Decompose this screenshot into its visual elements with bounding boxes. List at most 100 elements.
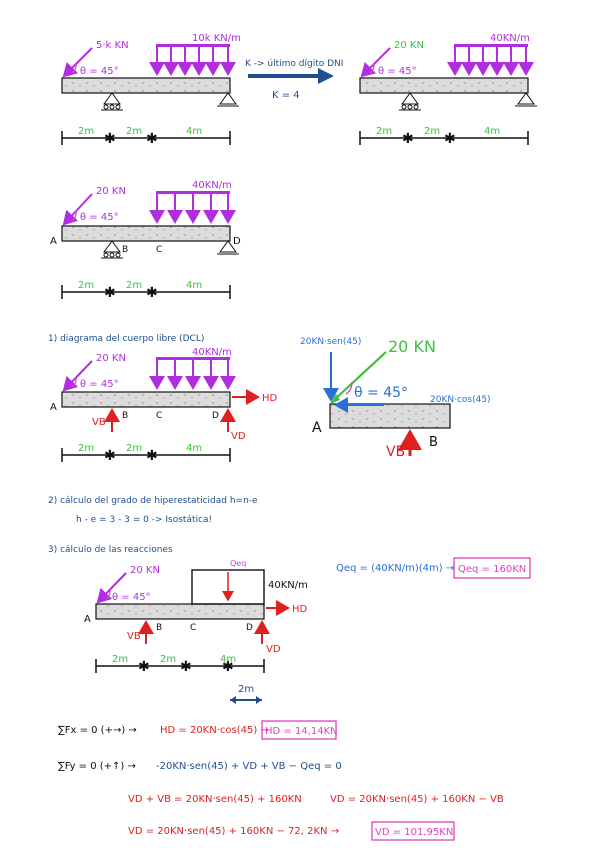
angle-arc xyxy=(369,62,375,74)
figure-original: 5·k KN θ = 45° 10k KN/m ✱ ✱ 2m 2m xyxy=(61,33,241,147)
beam-detail xyxy=(329,403,451,429)
dim-label: 2m xyxy=(78,126,94,137)
point-load-label: 5·k KN xyxy=(96,40,129,51)
dim-label: 2m xyxy=(238,684,254,695)
equation-line-3b: VD = 20KN·sen(45) + 160KN − VB xyxy=(330,794,504,805)
arrow-note: K -> último dígito DNI xyxy=(245,59,343,69)
point-load-arrow xyxy=(360,47,391,78)
point-load-arrow xyxy=(62,193,93,226)
distributed-load-arrows xyxy=(149,193,236,224)
point-b-label: B xyxy=(122,411,128,421)
distributed-load-label: 40KN/m xyxy=(490,33,530,44)
dimension-line: ✱ ✱ xyxy=(61,131,231,147)
hd-label: HD xyxy=(292,604,308,615)
angle-arc xyxy=(71,62,77,74)
dim-label: 2m xyxy=(126,443,142,454)
point-load-label: 20 KN xyxy=(394,40,424,51)
roller-support xyxy=(399,92,421,111)
dim-label: 4m xyxy=(484,126,500,137)
dim-label: 2m xyxy=(376,126,392,137)
cos-component-label: 20KN·cos(45) xyxy=(430,395,491,405)
point-load-label: 20 KN xyxy=(96,186,126,197)
point-b-label: B xyxy=(429,435,438,450)
svg-text:✱: ✱ xyxy=(146,131,158,147)
angle-label: θ = 45° xyxy=(80,379,119,390)
point-c-label: C xyxy=(156,245,162,255)
distributed-load-arrows xyxy=(149,46,236,76)
angle-arc xyxy=(71,376,77,388)
dimension-line: ✱ ✱ ✱ xyxy=(95,659,265,675)
dim-label: 2m xyxy=(126,280,142,291)
distributed-load-label: 40KN/m xyxy=(192,180,232,191)
distributed-load-label: 40KN/m xyxy=(192,347,232,358)
point-b-label: B xyxy=(122,245,128,255)
point-load-arrow xyxy=(96,572,127,604)
point-c-label: C xyxy=(190,623,196,633)
force-decomposition-detail: 20KN·sen(45) 20 KN θ = 45° 20KN·cos(45) … xyxy=(300,337,491,460)
dimension-line: ✱ ✱ xyxy=(61,448,231,464)
equation-line-4: VD = 20KN·sen(45) + 160KN − 72, 2KN → xyxy=(128,826,339,837)
point-c-label: C xyxy=(156,411,162,421)
substitution-arrow: K -> último dígito DNI K = 4 xyxy=(245,59,343,101)
hyperstatic-result: h - e = 3 - 3 = 0 -> Isostática! xyxy=(76,515,212,525)
sum-fy-equation: -20KN·sen(45) + VD + VB − Qeq = 0 xyxy=(156,761,342,772)
svg-text:✱: ✱ xyxy=(402,131,414,147)
dim-label: 4m xyxy=(186,126,202,137)
svg-text:✱: ✱ xyxy=(146,448,158,464)
section-1-heading: 1) diagrama del cuerpo libre (DCL) xyxy=(48,334,204,344)
svg-text:✱: ✱ xyxy=(104,285,116,301)
vb-label: VB xyxy=(386,444,405,460)
dim-label: 4m xyxy=(220,654,236,665)
beam xyxy=(95,603,265,620)
equivalent-load-block xyxy=(191,569,265,605)
dim-label: 2m xyxy=(160,654,176,665)
point-load-label: 20 KN xyxy=(130,565,160,576)
free-body-diagram: 20 KN θ = 45° 40KN/m HD VB VD A B C D ✱ … xyxy=(50,347,278,464)
angle-label: θ = 45° xyxy=(378,66,417,77)
distributed-load-top xyxy=(156,44,230,47)
distributed-load-top xyxy=(454,44,528,47)
distributed-load-label: 10k KN/m xyxy=(192,33,241,44)
beam xyxy=(61,225,231,242)
figure-labeled: 20 KN θ = 45° 40KN/m A B C D ✱ ✱ xyxy=(50,180,241,301)
distributed-load-arrows xyxy=(149,359,236,390)
beam xyxy=(61,77,231,94)
qeq-expression: Qeq = (40KN/m)(4m) → xyxy=(336,563,454,574)
angle-arc xyxy=(105,588,111,600)
section-3-heading: 3) cálculo de las reacciones xyxy=(48,545,173,555)
point-load-label: 20 KN xyxy=(96,353,126,364)
reactions-diagram: 20 KN θ = 45° Qeq 40KN/m HD VB VD A B C … xyxy=(84,559,308,704)
distributed-load-label: 40KN/m xyxy=(268,580,308,591)
point-a-label: A xyxy=(50,402,57,413)
angle-label: θ = 45° xyxy=(354,385,408,401)
vd-result: VD = 101,95KN xyxy=(375,827,453,838)
section-2-heading: 2) cálculo del grado de hiperestaticidad… xyxy=(48,496,258,506)
dim-label: 4m xyxy=(186,443,202,454)
distributed-load-top xyxy=(156,357,230,360)
vb-label: VB xyxy=(127,631,141,642)
qeq-result-box xyxy=(453,557,531,579)
svg-text:✱: ✱ xyxy=(104,448,116,464)
dim-label: 2m xyxy=(78,443,94,454)
svg-text:✱: ✱ xyxy=(104,131,116,147)
equation-line-3a: VD + VB = 20KN·sen(45) + 160KN xyxy=(128,794,302,805)
angle-arc xyxy=(345,381,353,395)
pin-support xyxy=(217,240,239,255)
vd-label: VD xyxy=(231,431,246,442)
vd-result-box xyxy=(371,821,455,841)
point-a-label: A xyxy=(312,420,322,436)
dimension-line: ✱ ✱ xyxy=(359,131,529,147)
svg-text:✱: ✱ xyxy=(222,659,234,675)
dimension-line: ✱ ✱ xyxy=(61,285,231,301)
sum-fx-label: ∑Fx = 0 (+→) → xyxy=(58,725,137,736)
svg-text:✱: ✱ xyxy=(146,285,158,301)
point-a-label: A xyxy=(84,614,91,625)
k-value: K = 4 xyxy=(272,90,300,101)
qeq-label: Qeq xyxy=(230,559,246,568)
point-d-label: D xyxy=(212,411,219,421)
sum-fy-label: ∑Fy = 0 (+↑) → xyxy=(58,761,136,772)
roller-support xyxy=(101,92,123,111)
point-load-arrow xyxy=(62,47,93,78)
distributed-load-top xyxy=(156,191,230,194)
